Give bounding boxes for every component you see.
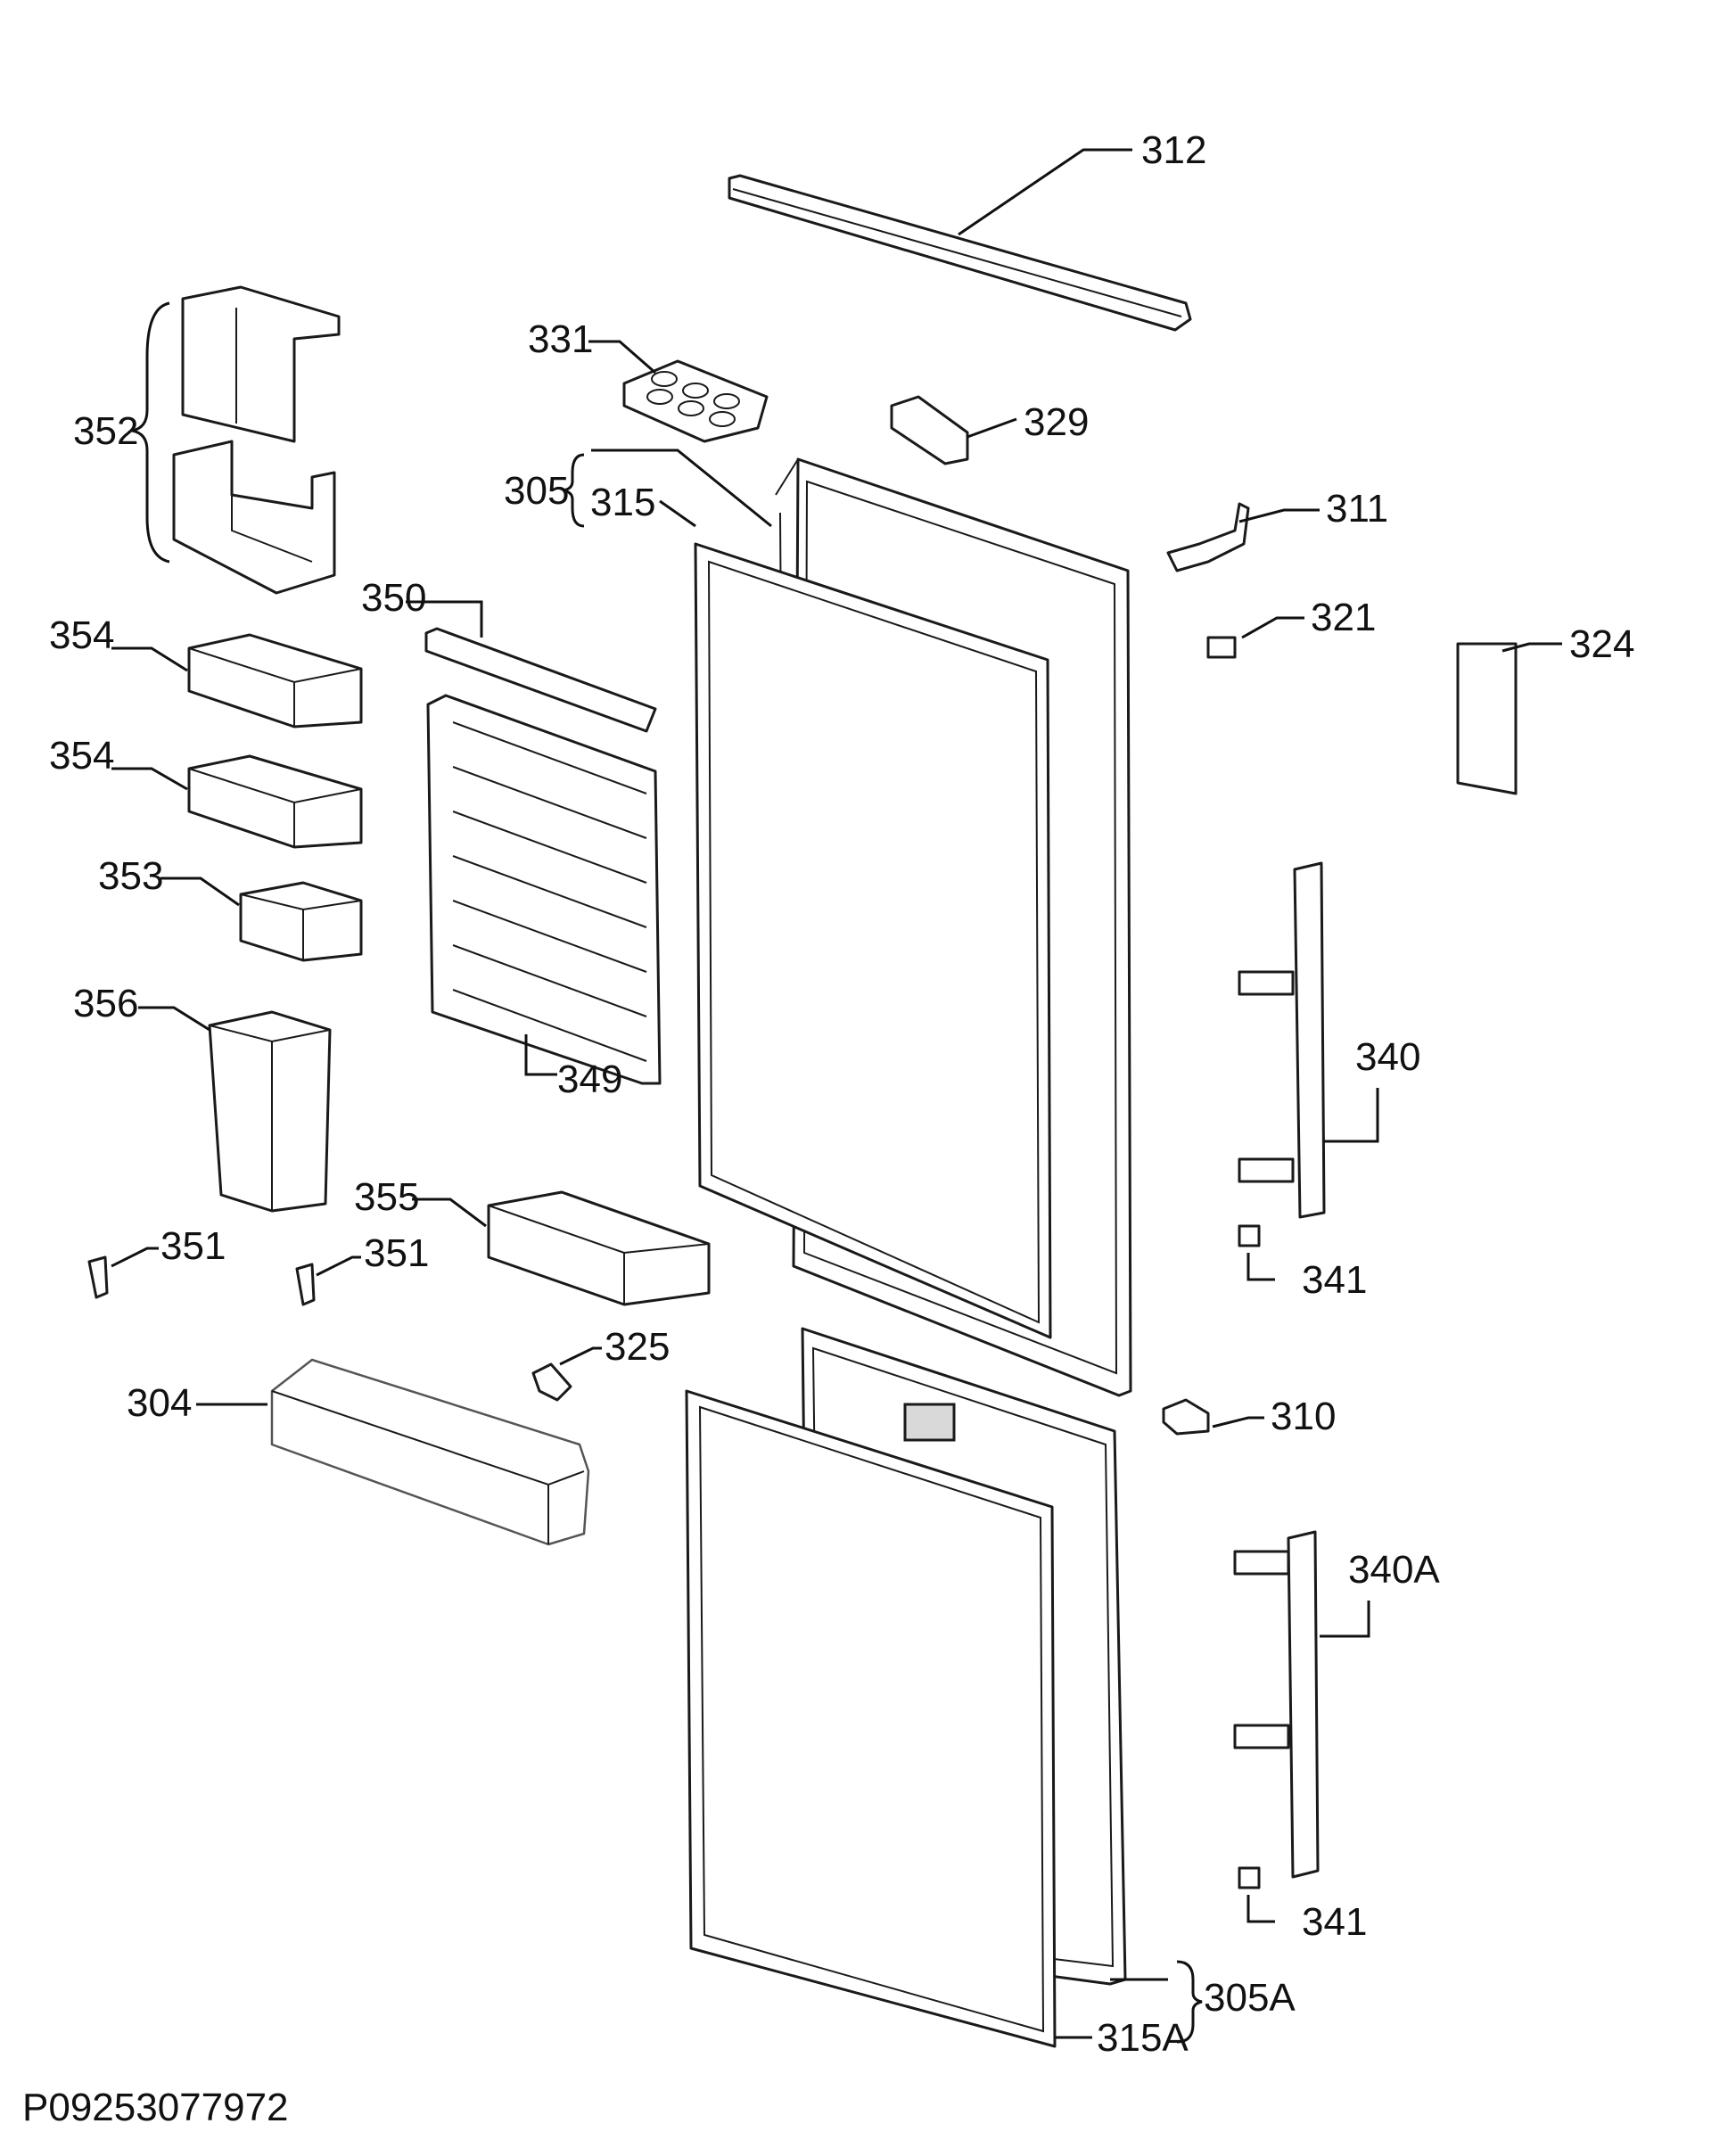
- label-349: 349: [557, 1058, 622, 1101]
- leader-351a: [111, 1247, 159, 1268]
- label-310: 310: [1271, 1395, 1336, 1438]
- label-329: 329: [1024, 400, 1089, 444]
- part-315-upper-gasket: [694, 542, 1052, 1339]
- part-310-hinge: [1162, 1398, 1210, 1436]
- leader-350: [406, 600, 483, 638]
- leader-325: [559, 1346, 602, 1366]
- leader-331: [588, 340, 656, 374]
- part-354-bin-b: [187, 754, 363, 849]
- leader-312: [958, 148, 1132, 236]
- part-324-plate: [1456, 642, 1518, 795]
- part-355-bin: [487, 1190, 711, 1306]
- label-324: 324: [1569, 622, 1634, 666]
- label-311: 311: [1326, 487, 1388, 531]
- part-329-bracket: [890, 395, 969, 465]
- label-305A: 305A: [1204, 1976, 1296, 2020]
- leader-321: [1241, 616, 1304, 639]
- label-350: 350: [361, 576, 426, 620]
- part-349-door-frame: [426, 694, 662, 1085]
- label-340A: 340A: [1348, 1548, 1440, 1592]
- part-331-egg-tray: [622, 359, 769, 443]
- bracket-305: [563, 453, 585, 528]
- part-312-top-cover: [728, 174, 1192, 332]
- label-331: 331: [528, 317, 593, 361]
- part-341-clip-a: [1238, 1224, 1261, 1247]
- label-351a: 351: [160, 1224, 226, 1268]
- part-353-small-bin: [239, 881, 363, 962]
- label-321: 321: [1311, 596, 1376, 639]
- leader-311: [1238, 508, 1320, 523]
- bracket-305A: [1176, 1960, 1203, 2044]
- label-325: 325: [605, 1325, 670, 1369]
- leader-310: [1212, 1416, 1264, 1428]
- label-356: 356: [73, 982, 138, 1025]
- label-315: 315: [590, 481, 655, 524]
- part-311-hinge: [1166, 502, 1250, 572]
- part-340-handle-upper: [1238, 861, 1326, 1219]
- part-356-tall-container: [208, 1010, 332, 1213]
- label-352: 352: [73, 409, 138, 453]
- label-340: 340: [1355, 1035, 1420, 1079]
- label-341a: 341: [1302, 1258, 1367, 1302]
- leader-354a: [111, 646, 188, 672]
- label-351b: 351: [364, 1231, 429, 1275]
- part-352-cover-assembly: [172, 285, 341, 595]
- leader-354b: [111, 767, 188, 791]
- part-304-balcony: [270, 1358, 590, 1546]
- label-341b: 341: [1302, 1900, 1367, 1944]
- leader-353: [160, 877, 240, 907]
- diagram-code: P09253077972: [22, 2086, 289, 2129]
- part-351-clip-b: [295, 1263, 316, 1306]
- part-351-clip-a: [87, 1255, 109, 1299]
- part-341-clip-b: [1238, 1866, 1261, 1889]
- leader-340A: [1320, 1601, 1370, 1638]
- leader-356: [138, 1006, 210, 1032]
- leader-351b: [316, 1255, 361, 1277]
- label-355: 355: [354, 1175, 419, 1219]
- part-321-plug: [1206, 636, 1237, 659]
- label-354a: 354: [49, 613, 114, 657]
- leader-341a: [1246, 1253, 1275, 1281]
- leader-305: [591, 449, 772, 528]
- part-350-shelf-top: [424, 627, 657, 733]
- leader-324: [1502, 642, 1562, 653]
- leader-340: [1324, 1088, 1379, 1143]
- label-305: 305: [504, 469, 569, 513]
- part-325-pin: [531, 1362, 572, 1402]
- part-340A-handle-lower: [1233, 1530, 1320, 1879]
- leader-315: [659, 499, 696, 528]
- label-315A: 315A: [1097, 2016, 1189, 2060]
- label-354b: 354: [49, 734, 114, 778]
- label-312: 312: [1141, 128, 1206, 172]
- label-353: 353: [98, 854, 163, 898]
- label-304: 304: [127, 1381, 192, 1425]
- leader-349: [524, 1034, 557, 1076]
- part-354-bin-a: [187, 633, 363, 728]
- part-315A-lower-gasket: [685, 1389, 1057, 2048]
- leader-329: [967, 417, 1017, 439]
- leader-341b: [1246, 1895, 1275, 1923]
- bracket-352: [131, 301, 170, 564]
- leader-355: [412, 1198, 487, 1228]
